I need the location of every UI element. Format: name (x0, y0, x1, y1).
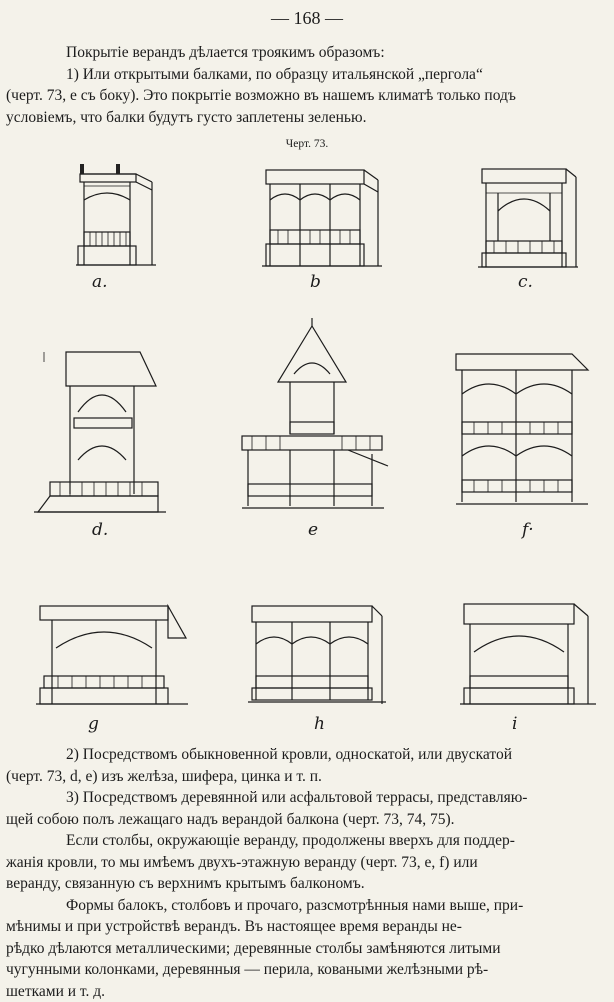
text-block-items: 2) Посредствомъ обыкновенной кровли, одн… (6, 744, 606, 1002)
item1-line: (черт. 73, e съ боку). Это покрытіе возм… (6, 85, 606, 107)
veranda-drawing-i (460, 600, 598, 710)
veranda-drawing-d (30, 348, 170, 516)
figure-d (30, 348, 170, 516)
figure-c (478, 165, 580, 277)
item2-line: (черт. 73, d, e) изъ желѣза, шифера, цин… (6, 766, 606, 788)
figure-e (238, 318, 390, 518)
figure-label-b: b (310, 272, 321, 292)
text-block-intro: Покрытіе верандъ дѣлается троякимъ образ… (6, 42, 606, 128)
para5-line: чугунными колонками, деревянныя — перила… (6, 959, 606, 981)
item1-line: условіемъ, что балки будутъ густо заплет… (6, 107, 606, 129)
veranda-drawing-h (248, 604, 388, 710)
figure-g (36, 604, 192, 714)
para4-line: Если столбы, окружающіе веранду, продолж… (6, 830, 606, 852)
figure-label-a: a. (92, 272, 108, 292)
figure-f (452, 352, 592, 512)
para5-line: рѣдко дѣлаются металлическими; деревянны… (6, 938, 606, 960)
para4-line: жанія кровли, то мы имѣемъ двухъ-этажную… (6, 852, 606, 874)
figure-a (72, 160, 162, 275)
veranda-drawing-c (478, 165, 580, 277)
figure-caption: Черт. 73. (0, 138, 614, 150)
figure-label-e: e (308, 520, 318, 540)
figure-label-c: c. (518, 272, 533, 292)
figure-label-g: g (88, 714, 99, 734)
para5-line: шетками и т. д. (6, 981, 606, 1002)
para4-line: веранду, связанную съ верхнимъ крытымъ б… (6, 873, 606, 895)
item3-line: 3) Посредствомъ деревянной или асфальтов… (6, 787, 606, 809)
figure-label-i: i (512, 714, 517, 734)
page-number: — 168 — (0, 8, 614, 29)
item1-line: 1) Или открытыми балками, по образцу ита… (6, 64, 606, 86)
figure-i (460, 600, 598, 710)
veranda-drawing-a (72, 160, 162, 275)
figure-label-d: d. (92, 520, 108, 540)
figure-b (262, 166, 382, 276)
figure-h (248, 604, 388, 710)
veranda-drawing-f (452, 352, 592, 512)
figure-label-h: h (314, 714, 325, 734)
veranda-drawing-b (262, 166, 382, 276)
veranda-drawing-e (238, 318, 390, 518)
intro-heading: Покрытіе верандъ дѣлается троякимъ образ… (6, 42, 606, 64)
item3-line: щей собою полъ лежащаго надъ верандой ба… (6, 809, 606, 831)
veranda-drawing-g (36, 604, 192, 714)
figure-label-f: f· (522, 520, 534, 540)
para5-line: Формы балокъ, столбовъ и прочаго, разсмо… (6, 895, 606, 917)
para5-line: мѣнимы и при устройствѣ верандъ. Въ наст… (6, 916, 606, 938)
item2-line: 2) Посредствомъ обыкновенной кровли, одн… (6, 744, 606, 766)
